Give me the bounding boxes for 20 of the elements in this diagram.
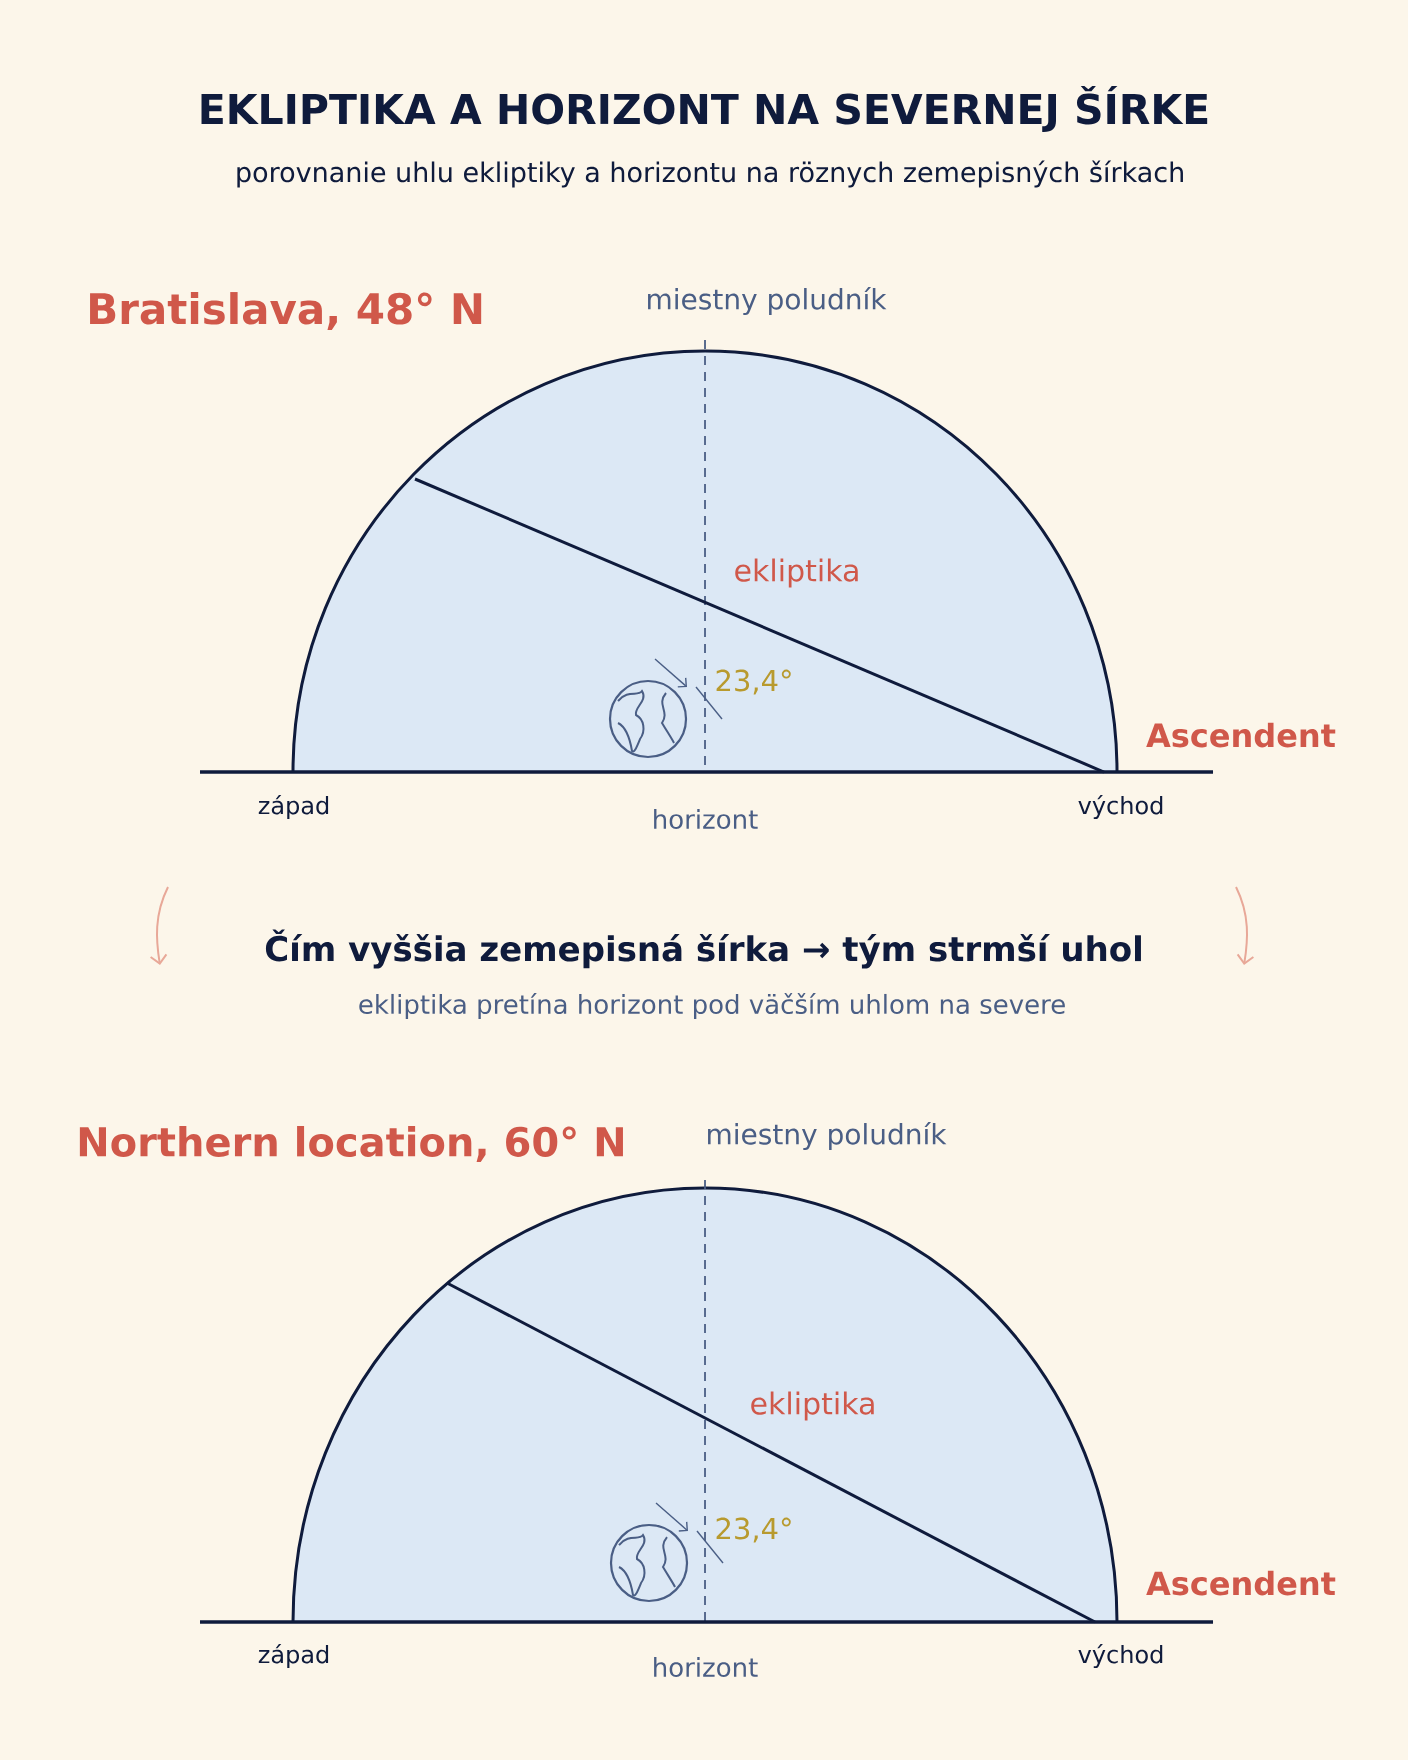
- location-heading: Bratislava, 48° N: [90, 292, 482, 330]
- ecliptic-label: ekliptika: [735, 558, 858, 588]
- ascendant-label: Ascendent: [1146, 722, 1336, 748]
- subtitle: porovnanie uhlu ekliptiky a horizontu na röznych zemepisných šírkach: [237, 160, 1183, 188]
- location-heading: Northern location, 60° N: [79, 1126, 623, 1163]
- angle-label: 23,4°: [716, 1517, 791, 1543]
- statement-text: ekliptika pretína horizont pod väčším uhlom na severe: [359, 992, 1065, 1020]
- west-label: západ: [258, 794, 329, 820]
- horizon-label: horizont: [654, 1656, 758, 1678]
- east-label: východ: [1078, 1643, 1163, 1669]
- meridian-label: miestny poludník: [708, 1121, 947, 1151]
- west-label: západ: [258, 1643, 329, 1669]
- ecliptic-label: ekliptika: [751, 1391, 874, 1421]
- ascendant-label: Ascendent: [1146, 1570, 1336, 1596]
- horizon-label: horizont: [654, 808, 758, 830]
- meridian-label: miestny poludník: [648, 286, 887, 316]
- angle-label: 23,4°: [716, 669, 791, 695]
- statement-heading: Čím vyššia zemepisná šírka → tým strmší uhol: [265, 929, 1141, 969]
- title: EKLIPTIKA A HORIZONT NA SEVERNEJ ŠÍRKE: [201, 85, 1208, 133]
- east-label: východ: [1078, 794, 1163, 820]
